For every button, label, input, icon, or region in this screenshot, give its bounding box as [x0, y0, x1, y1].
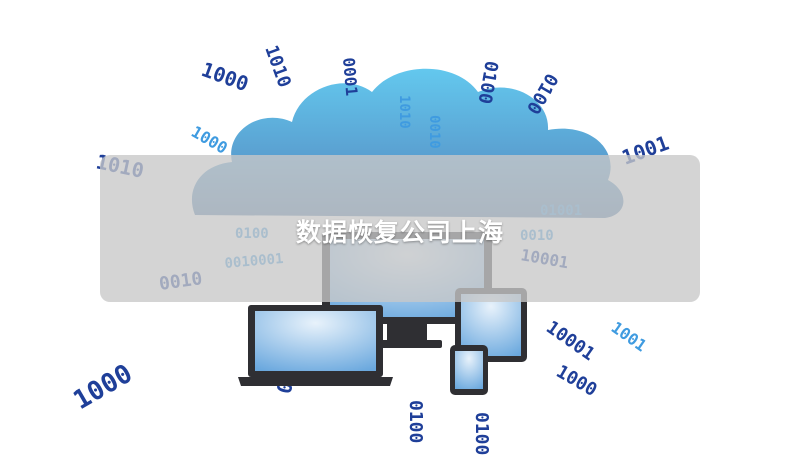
svg-text:1000: 1000 [198, 57, 251, 96]
svg-text:1001: 1001 [608, 318, 650, 356]
svg-text:1000: 1000 [69, 359, 138, 416]
caption-title: 数据恢复公司上海 [295, 217, 504, 247]
svg-text:0100: 0100 [405, 400, 426, 443]
svg-text:1000: 1000 [553, 361, 601, 401]
svg-text:1000: 1000 [188, 122, 231, 158]
laptop-icon [238, 305, 393, 386]
svg-text:10001: 10001 [542, 317, 598, 365]
caption-band: 数据恢复公司上海 [100, 155, 700, 302]
svg-text:1010: 1010 [396, 95, 412, 129]
svg-text:0001: 0001 [339, 57, 361, 97]
svg-text:0100: 0100 [471, 412, 492, 455]
phone-icon [450, 345, 488, 395]
svg-text:0010: 0010 [426, 115, 442, 149]
svg-text:0100: 0100 [522, 70, 562, 118]
svg-text:1010: 1010 [260, 43, 295, 91]
tablet-icon [455, 288, 527, 362]
